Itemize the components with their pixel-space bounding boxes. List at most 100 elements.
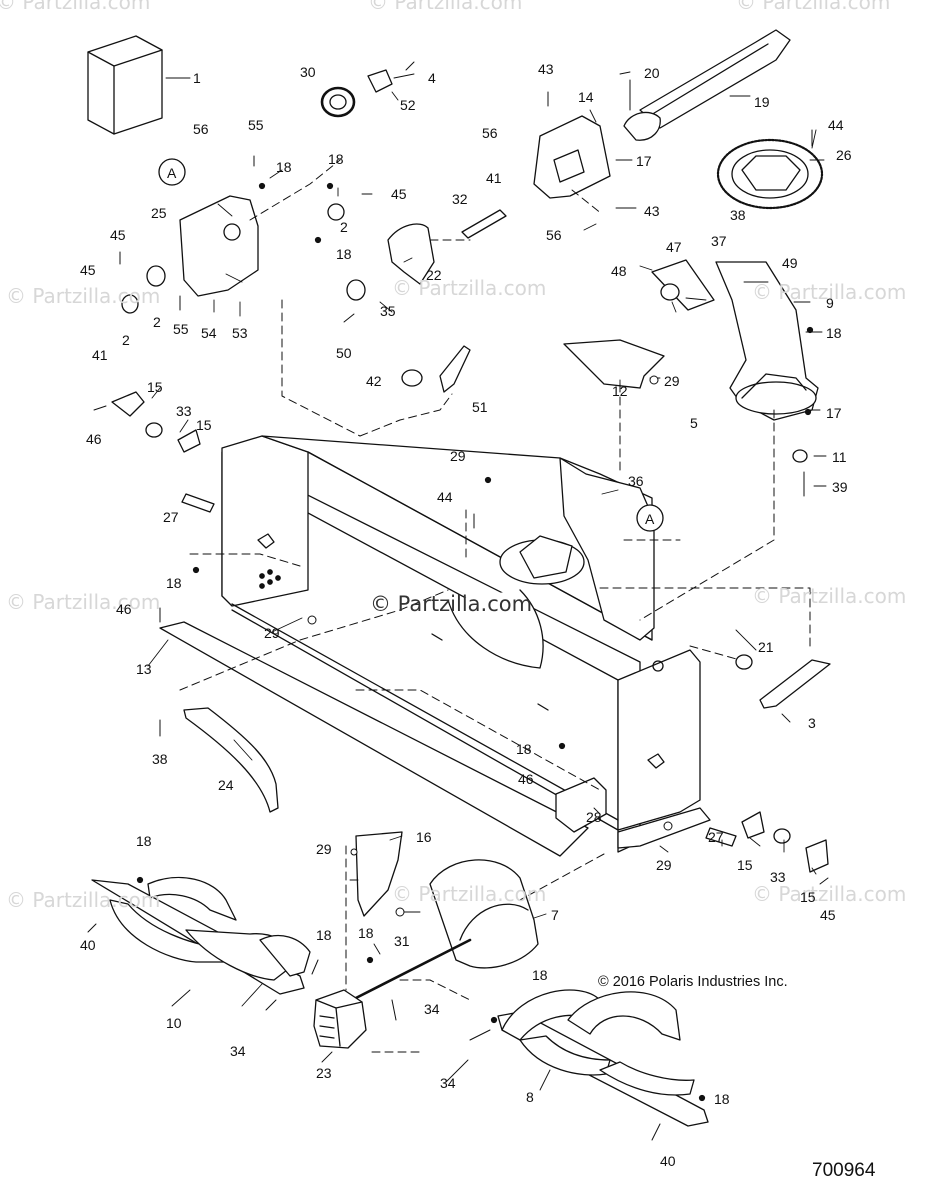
callout-18: 18	[316, 927, 332, 943]
callout-15: 15	[737, 857, 753, 873]
callout-22: 22	[426, 267, 442, 283]
callout-46: 46	[86, 431, 102, 447]
callout-18: 18	[136, 833, 152, 849]
part-scraper-bar	[159, 621, 589, 857]
part-impeller	[350, 859, 539, 1002]
callout-18: 18	[532, 967, 548, 983]
callout-56: 56	[193, 121, 209, 137]
callout-1: 1	[193, 70, 201, 86]
callout-2: 2	[122, 332, 130, 348]
part-driveshaft	[623, 29, 791, 141]
callout-35: 35	[380, 303, 396, 319]
part-bearings	[121, 203, 366, 314]
callout-7: 7	[551, 907, 559, 923]
callout-15: 15	[147, 379, 163, 395]
fasteners	[87, 61, 829, 1141]
callout-18: 18	[328, 151, 344, 167]
callout-33: 33	[176, 403, 192, 419]
callout-45: 45	[820, 907, 836, 923]
callout-42: 42	[366, 373, 382, 389]
callout-33: 33	[770, 869, 786, 885]
callout-56: 56	[546, 227, 562, 243]
callout-30: 30	[300, 64, 316, 80]
callout-44: 44	[437, 489, 453, 505]
part-flange-right	[705, 654, 829, 873]
callout-38: 38	[152, 751, 168, 767]
callout-18: 18	[276, 159, 292, 175]
callout-18: 18	[166, 575, 182, 591]
part-hub	[367, 69, 393, 93]
callout-43: 43	[644, 203, 660, 219]
callout-18: 18	[714, 1091, 730, 1107]
part-bushing	[792, 449, 808, 463]
part-skid-shoe	[183, 707, 279, 813]
callout-45: 45	[80, 262, 96, 278]
callout-17: 17	[636, 153, 652, 169]
watermark: © Partzilla.com	[736, 0, 891, 14]
callout-29: 29	[656, 857, 672, 873]
part-skid	[759, 659, 831, 709]
part-mount-plate	[179, 195, 259, 297]
callout-43: 43	[538, 61, 554, 77]
callout-14: 14	[578, 89, 594, 105]
callout-5: 5	[690, 415, 698, 431]
watermark: © Partzilla.com	[392, 276, 547, 300]
callout-28: 28	[586, 809, 602, 825]
callout-46: 46	[518, 771, 534, 787]
callout-13: 13	[136, 661, 152, 677]
callout-39: 39	[832, 479, 848, 495]
watermark: © Partzilla.com	[752, 882, 907, 906]
callout-18: 18	[516, 741, 532, 757]
callout-45: 45	[391, 186, 407, 202]
callout-20: 20	[644, 65, 660, 81]
callout-50: 50	[336, 345, 352, 361]
callout-41: 41	[486, 170, 502, 186]
callout-45: 45	[110, 227, 126, 243]
part-ring-gear	[716, 138, 824, 210]
callout-9: 9	[826, 295, 834, 311]
callout-15: 15	[800, 889, 816, 905]
watermark: © Partzilla.com	[6, 284, 161, 308]
callout-15: 15	[196, 417, 212, 433]
part-gearbox	[313, 989, 367, 1049]
callout-25: 25	[151, 205, 167, 221]
callout-19: 19	[754, 94, 770, 110]
callout-12: 12	[612, 383, 628, 399]
watermark: © Partzilla.com	[752, 584, 907, 608]
copyright-notice: © 2016 Polaris Industries Inc.	[598, 974, 788, 990]
callout-24: 24	[218, 777, 234, 793]
callout-46: 46	[116, 601, 132, 617]
part-flange-left	[111, 391, 215, 513]
watermark: © Partzilla.com	[368, 0, 523, 14]
leader-lines	[147, 71, 827, 1091]
part-pulley	[320, 86, 356, 118]
callout-38: 38	[730, 207, 746, 223]
callout-47: 47	[666, 239, 682, 255]
watermark: © Partzilla.com	[752, 280, 907, 304]
part-discharge-chute	[715, 261, 819, 421]
callout-2: 2	[153, 314, 161, 330]
callout-4: 4	[428, 70, 436, 86]
callout-16: 16	[416, 829, 432, 845]
callout-56: 56	[482, 125, 498, 141]
part-deflector	[563, 339, 665, 389]
part-auger-right	[497, 989, 709, 1127]
callout-52: 52	[400, 97, 416, 113]
watermark: © Partzilla.com	[0, 0, 151, 14]
watermark-center: © Partzilla.com	[370, 592, 533, 616]
callout-41: 41	[92, 347, 108, 363]
callout-26: 26	[836, 147, 852, 163]
part-chute-plate	[533, 115, 611, 199]
callout-10: 10	[166, 1015, 182, 1031]
assembly-lines	[179, 159, 811, 1053]
callout-23: 23	[316, 1065, 332, 1081]
callout-34: 34	[440, 1075, 456, 1091]
callout-27: 27	[708, 829, 724, 845]
callout-18: 18	[336, 246, 352, 262]
part-bracket	[555, 777, 607, 833]
callout-29: 29	[450, 448, 466, 464]
part-belt-guard	[387, 223, 435, 285]
watermark: © Partzilla.com	[392, 882, 547, 906]
